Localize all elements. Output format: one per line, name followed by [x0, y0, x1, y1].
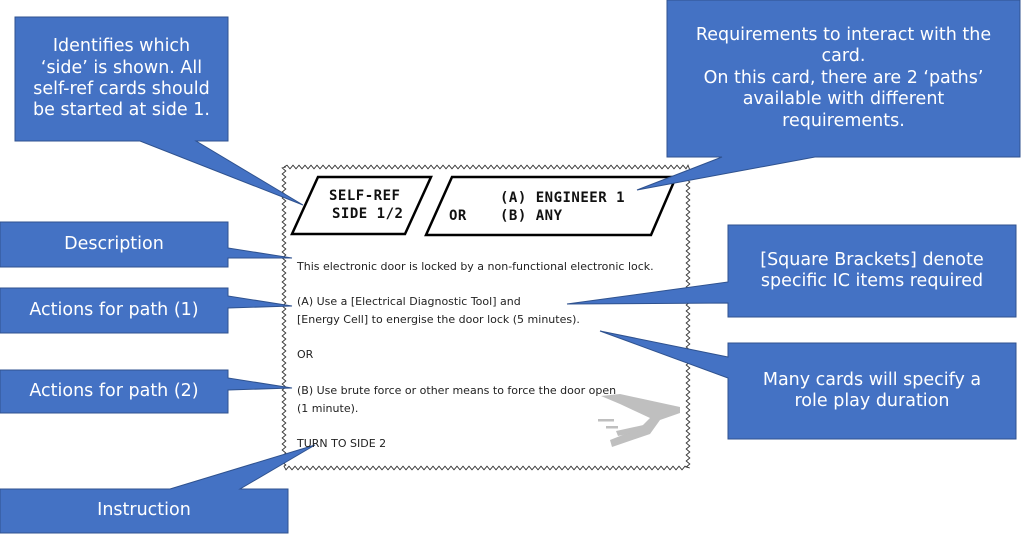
callout-instruction-shape [0, 444, 316, 534]
callout-duration-shape [599, 330, 1017, 440]
card-path-b-line-1: (B) Use brute force or other means to fo… [297, 384, 617, 397]
speed-chevron-logo-icon [598, 394, 680, 447]
card-path-a-line-2: [Energy Cell] to energise the door lock … [297, 313, 580, 326]
requirements-tag-or: OR [449, 208, 467, 224]
requirements-tag-line-1: (A) ENGINEER 1 [500, 190, 626, 206]
callout-description-shape [0, 221, 293, 268]
card-or-separator: OR [297, 348, 314, 361]
callout-actions-path-1-shape [0, 287, 293, 334]
callout-instruction-text: Instruction [97, 500, 191, 521]
card-instruction: TURN TO SIDE 2 [297, 437, 387, 450]
card-description: This electronic door is locked by a non-… [297, 260, 654, 273]
callout-side-shape [14, 16, 304, 206]
self-ref-card [281, 164, 691, 471]
card-wavy-border [281, 164, 691, 471]
callout-square-brackets-shape [566, 224, 1017, 318]
side-tag-frame [290, 175, 433, 236]
side-tag-line-2: SIDE 1/2 [332, 206, 404, 222]
callout-duration-text: Many cards will specify a role play dura… [762, 369, 982, 411]
card-path-a-line-1: (A) Use a [Electrical Diagnostic Tool] a… [297, 295, 521, 308]
callout-square-brackets-text: [Square Brackets] denote specific IC ite… [760, 249, 984, 291]
callout-actions-path-2-shape [0, 369, 293, 414]
callout-description-text: Description [64, 233, 164, 254]
requirements-tag-line-2: (B) ANY [500, 208, 563, 224]
callout-side-text: Identifies which ‘side’ is shown. All se… [33, 36, 210, 121]
callout-actions-path-1-text: Actions for path (1) [29, 299, 199, 320]
card-path-b-line-2: (1 minute). [297, 402, 359, 415]
side-tag-line-1: SELF-REF [329, 188, 401, 204]
requirements-tag-frame [424, 175, 678, 237]
callout-requirements-shape [636, 0, 1021, 191]
callout-requirements-text: Requirements to interact with the card. … [695, 25, 992, 131]
callout-actions-path-2-text: Actions for path (2) [29, 380, 199, 401]
